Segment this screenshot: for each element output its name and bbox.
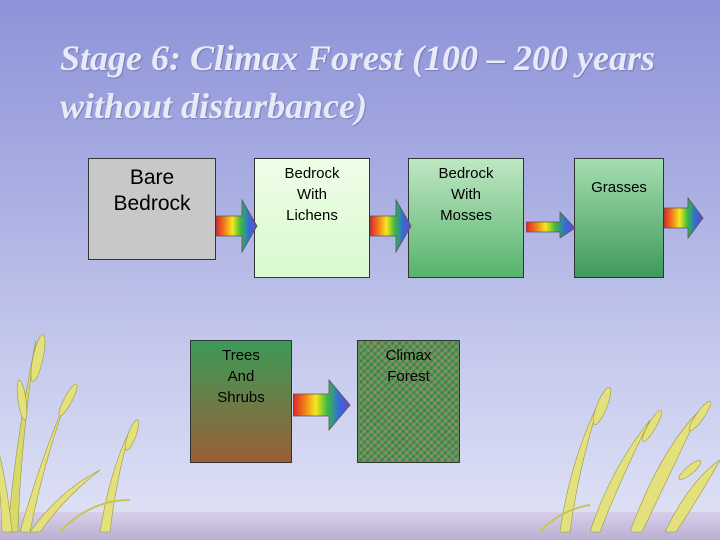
- arrow-right-icon: [293, 378, 351, 432]
- stage-bare-bedrock: Bare Bedrock: [88, 158, 216, 260]
- slide-title: Stage 6: Climax Forest (100 – 200 years …: [60, 38, 655, 126]
- wheat-grass-icon: [0, 334, 720, 540]
- arrow-right-icon: [216, 198, 258, 254]
- stage-label: Bare Bedrock: [113, 166, 191, 215]
- stage-bedrock-lichens: Bedrock With Lichens: [254, 158, 370, 278]
- arrow-right-icon: [526, 210, 576, 238]
- stage-label: Grasses: [591, 179, 647, 196]
- stage-trees-shrubs: Trees And Shrubs: [190, 340, 292, 463]
- stage-label: Bedrock With Mosses: [438, 165, 494, 224]
- arrow-right-icon: [664, 196, 704, 240]
- stage-label: Climax Forest: [385, 347, 432, 385]
- stage-climax-forest: Climax Forest: [357, 340, 460, 463]
- stage-grasses: Grasses: [574, 158, 664, 278]
- stage-bedrock-mosses: Bedrock With Mosses: [408, 158, 524, 278]
- stage-label: Bedrock With Lichens: [284, 165, 340, 224]
- arrow-right-icon: [370, 198, 412, 254]
- stage-label: Trees And Shrubs: [217, 347, 265, 406]
